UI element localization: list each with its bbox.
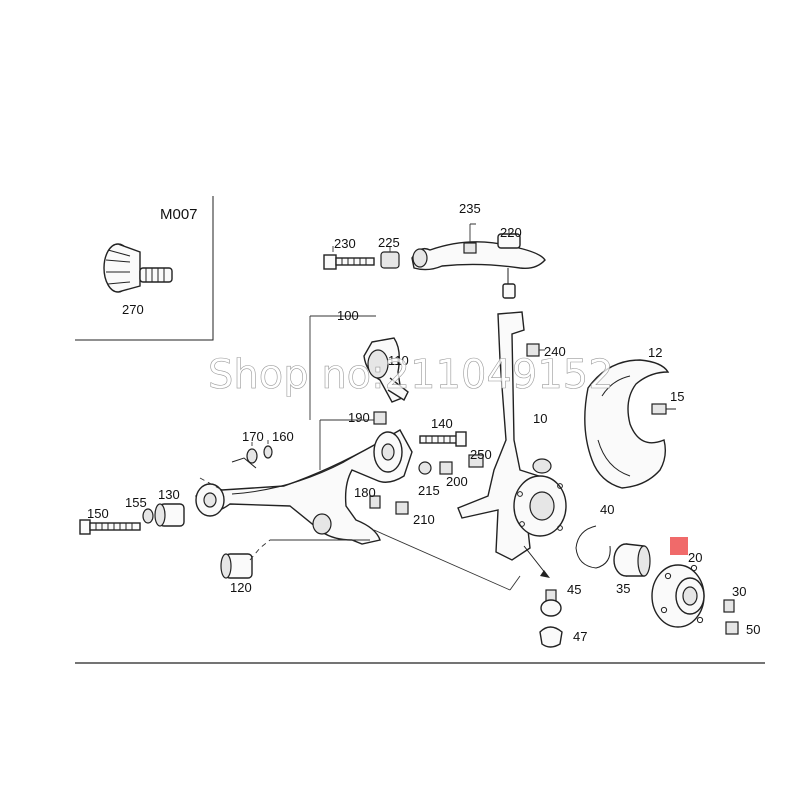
- inset-box: M007 270: [75, 196, 214, 341]
- label-270: 270: [122, 302, 144, 317]
- watermark-text: Shop no:211049152: [208, 352, 614, 398]
- label-30: 30: [732, 584, 746, 599]
- marker-square: [670, 537, 688, 555]
- label-12: 12: [648, 345, 662, 360]
- label-220: 220: [500, 225, 522, 240]
- label-215: 215: [418, 483, 440, 498]
- label-47: 47: [573, 629, 587, 644]
- steering-knuckle-part: 10 240 250: [457, 311, 567, 561]
- label-210: 210: [413, 512, 435, 527]
- hub-assembly: 40 35 20 30 50: [575, 502, 760, 637]
- label-120: 120: [230, 580, 252, 595]
- ball-joint-part: 45 47: [523, 545, 587, 648]
- label-150: 150: [87, 506, 109, 521]
- label-160: 160: [272, 429, 294, 444]
- brake-shield-part: 12 15: [584, 345, 684, 489]
- lower-arm-group: 100 110 140 190 170 160 215 200 180 210: [79, 308, 521, 595]
- label-130: 130: [158, 487, 180, 502]
- label-240: 240: [544, 344, 566, 359]
- label-40: 40: [600, 502, 614, 517]
- label-110: 110: [388, 353, 409, 368]
- label-180: 180: [354, 485, 376, 500]
- label-155: 155: [125, 495, 147, 510]
- label-225: 225: [378, 235, 400, 250]
- label-50: 50: [746, 622, 760, 637]
- label-10: 10: [533, 411, 547, 426]
- upper-arm-group: 230 225 235 220: [323, 201, 546, 299]
- inset-title: M007: [160, 206, 198, 223]
- label-230: 230: [334, 236, 356, 251]
- cv-joint-part: [103, 243, 173, 293]
- label-100: 100: [337, 308, 359, 323]
- label-15: 15: [670, 389, 684, 404]
- label-35: 35: [616, 581, 630, 596]
- label-190: 190: [348, 410, 370, 425]
- label-250: 250: [470, 447, 492, 462]
- label-140: 140: [431, 416, 453, 431]
- label-20: 20: [688, 550, 702, 565]
- label-200: 200: [446, 474, 468, 489]
- label-45: 45: [567, 582, 581, 597]
- label-235: 235: [459, 201, 481, 216]
- label-170: 170: [242, 429, 264, 444]
